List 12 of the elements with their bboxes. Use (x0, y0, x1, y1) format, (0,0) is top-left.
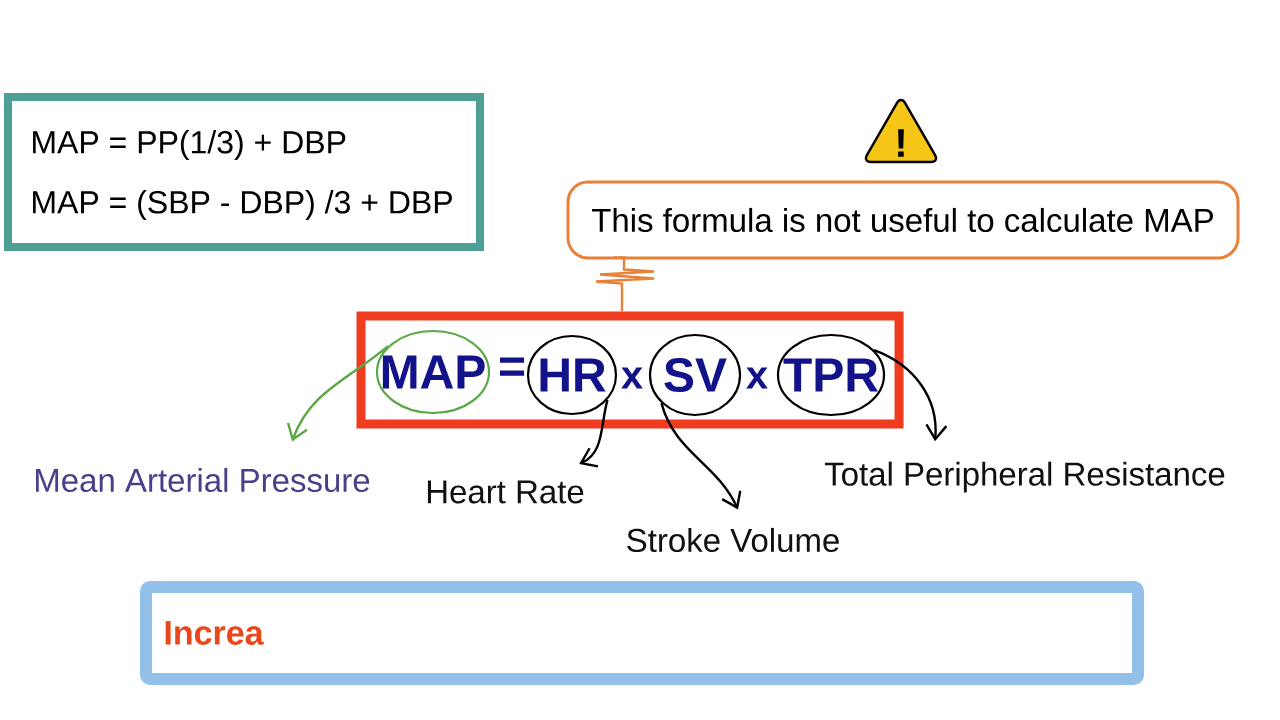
term-label: Heart Rate (427, 480, 584, 504)
term-label: Mean Arterial Pressure (36, 467, 370, 493)
formula-box: MAP = PP(1/3) + DBP MAP = (SBP - DBP) /3 + DBP (4, 93, 484, 251)
circled-term: MAP (375, 329, 491, 415)
circled-term: TPR (776, 333, 886, 417)
term-label: Stroke Volume (627, 527, 839, 553)
term-label: Total Peripheral Resistance (824, 461, 1225, 493)
arrow (873, 349, 948, 442)
circled-term: HR (526, 334, 618, 416)
callout-box: This formula is not useful to calculate MAP (566, 180, 1240, 260)
circled-term: SV (648, 333, 742, 417)
input-box: Increa (140, 581, 1144, 685)
